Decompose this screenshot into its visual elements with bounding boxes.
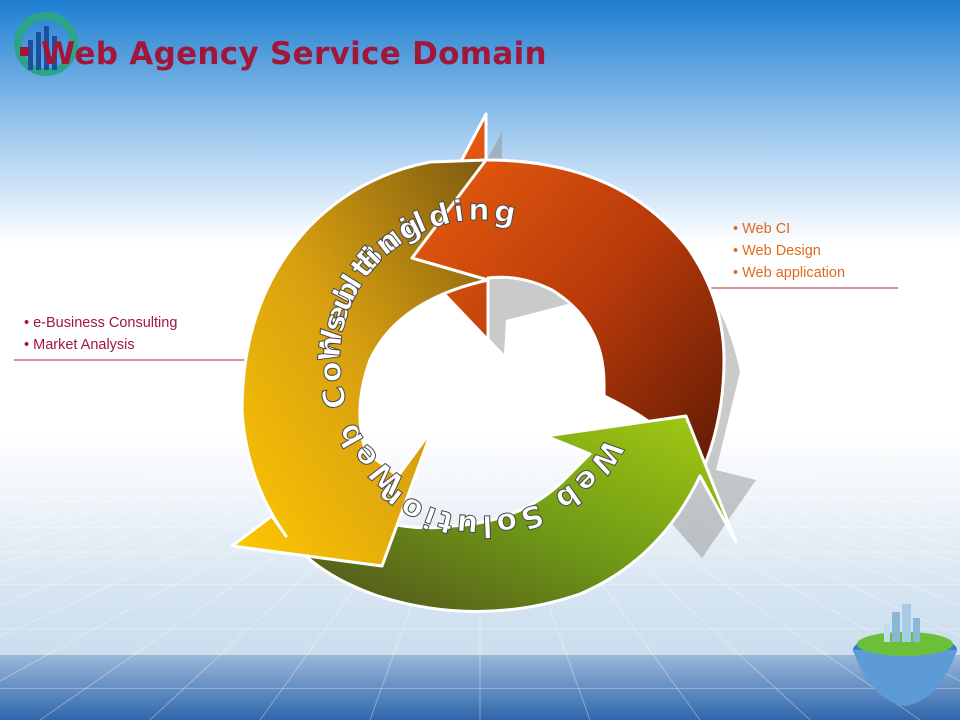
floor-band (0, 655, 960, 720)
list-item: e-Business Consulting (24, 312, 177, 334)
list-item: Web Design (733, 240, 845, 262)
list-item: Market Analysis (24, 334, 177, 356)
list-item: Web application (733, 262, 845, 284)
slide-title-text: Web Agency Service Domain (41, 36, 547, 72)
web-consulting-details-list: e-Business Consulting Market Analysis (24, 312, 177, 356)
title-bullet (20, 47, 29, 56)
slide-title: Web Agency Service Domain (20, 36, 547, 72)
floating-city-island-icon (853, 604, 957, 706)
bar-chart-logo-icon (14, 12, 78, 76)
segment-web-solution (288, 414, 738, 613)
segment-web-consulting (230, 158, 490, 568)
list-item: Web CI (733, 218, 845, 240)
web-building-details-list: Web CI Web Design Web application (733, 218, 845, 284)
